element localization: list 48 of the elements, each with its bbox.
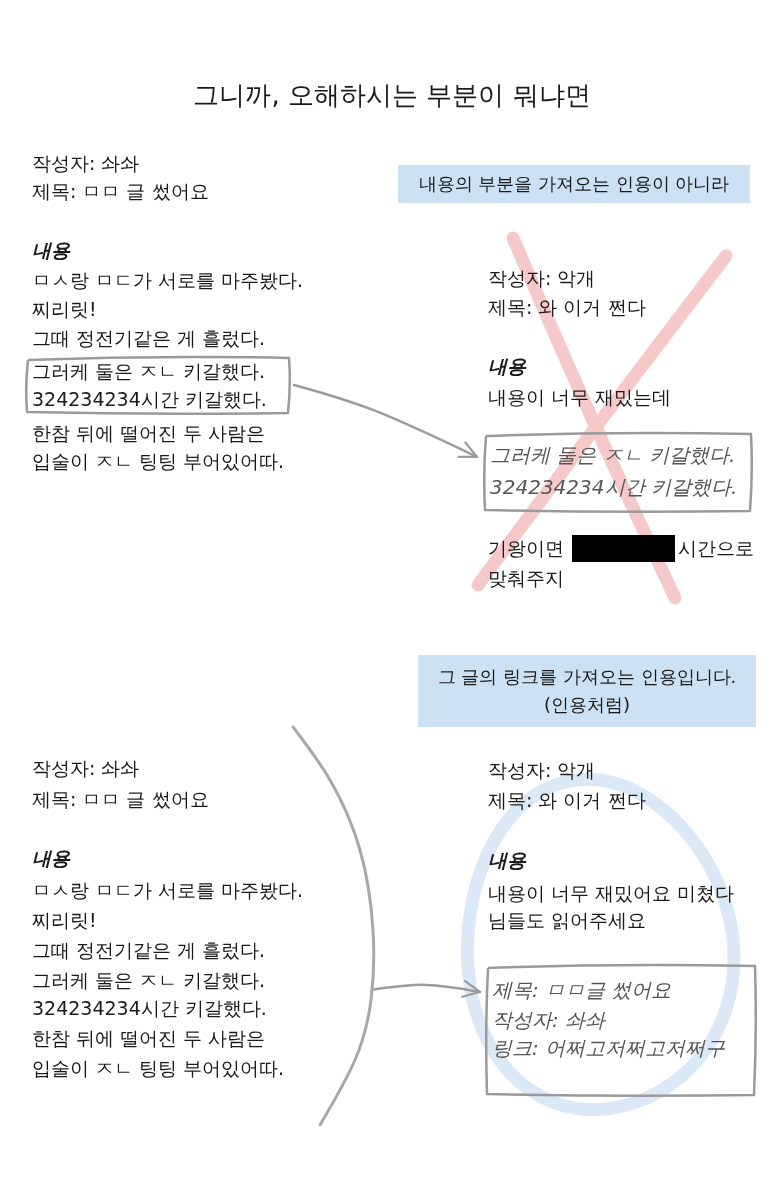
content-heading: 내용 [488, 354, 526, 379]
banner-text: 내용의 부분을 가져오는 인용이 아니라 [418, 172, 730, 196]
post-text: 324234234시간 키갈했다. [32, 387, 267, 412]
post-text: 그러케 둘은 ㅈㄴ 키갈했다. [32, 968, 266, 993]
post-text: 작성자: 솨솨 [32, 151, 140, 176]
content-heading: 내용 [488, 848, 526, 873]
post-text: 그때 정전기같은 게 흘렀다. [32, 938, 266, 963]
content-heading: 내용 [32, 238, 70, 263]
post-text: 작성자: 악개 [488, 758, 596, 783]
post-text: 한참 뒤에 떨어진 두 사람은 [32, 1026, 266, 1051]
post-text: 제목: 와 이거 쩐다 [488, 295, 646, 320]
quote-box [484, 962, 758, 1098]
banner-text: (인용처럼) [543, 693, 630, 717]
post-text: 그때 정전기같은 게 흘렀다. [32, 326, 266, 351]
curved-arrow [292, 383, 479, 459]
highlight-box [24, 354, 292, 416]
note-banner [418, 655, 756, 727]
post-text: 찌리릿! [32, 297, 97, 322]
post-text: 맞춰주지 [488, 566, 564, 591]
post-text: 제목: ㅁㅁ 글 썼어요 [32, 179, 209, 204]
quote-text: 그러케 둘은 ㅈㄴ 키갈했다. [490, 442, 736, 469]
post-text: ㅁㅅ랑 ㅁㄷ가 서로를 마주봤다. [32, 268, 304, 293]
post-text: 기왕이면 [488, 536, 564, 561]
post-text: 내용이 너무 재밌어요 미쳤다 [488, 881, 735, 906]
post-text: 내용이 너무 재밌는데 [488, 385, 672, 410]
quote-text: 제목: ㅁㅁ글 썼어요 [492, 977, 672, 1004]
quote-text: 링크: 어쩌고저쩌고저쩌구 [492, 1035, 726, 1062]
banner-text: 그 글의 링크를 가져오는 인용입니다. [437, 665, 737, 689]
post-text: 작성자: 솨솨 [32, 756, 140, 781]
post-text: 찌리릿! [32, 908, 97, 933]
post-text: 님들도 읽어주세요 [488, 908, 647, 933]
post-text: 324234234시간 키갈했다. [32, 996, 267, 1021]
note-banner [398, 165, 750, 203]
title: 그니까, 오해하시는 부분이 뭐냐면 [193, 79, 591, 112]
post-text: 그러케 둘은 ㅈㄴ 키갈했다. [32, 359, 266, 384]
post-text: 한참 뒤에 떨어진 두 사람은 [32, 421, 266, 446]
quote-text: 작성자: 솨솨 [492, 1007, 606, 1034]
post-text: 제목: ㅁㅁ 글 썼어요 [32, 787, 209, 812]
post-text: ㅁㅅ랑 ㅁㄷ가 서로를 마주봤다. [32, 878, 304, 903]
quote-text: 324234234시간 키갈했다. [490, 474, 738, 501]
quote-box [482, 430, 754, 514]
post-text: 제목: 와 이거 쩐다 [488, 788, 646, 813]
post-text: 입술이 ㅈㄴ 팅팅 부어있어따. [32, 1056, 285, 1081]
post-text: 시간으로 [678, 536, 754, 561]
post-text: 작성자: 악개 [488, 266, 596, 291]
post-text: 입술이 ㅈㄴ 팅팅 부어있어따. [32, 449, 285, 474]
curved-arrow [370, 979, 482, 998]
content-heading: 내용 [32, 846, 70, 871]
